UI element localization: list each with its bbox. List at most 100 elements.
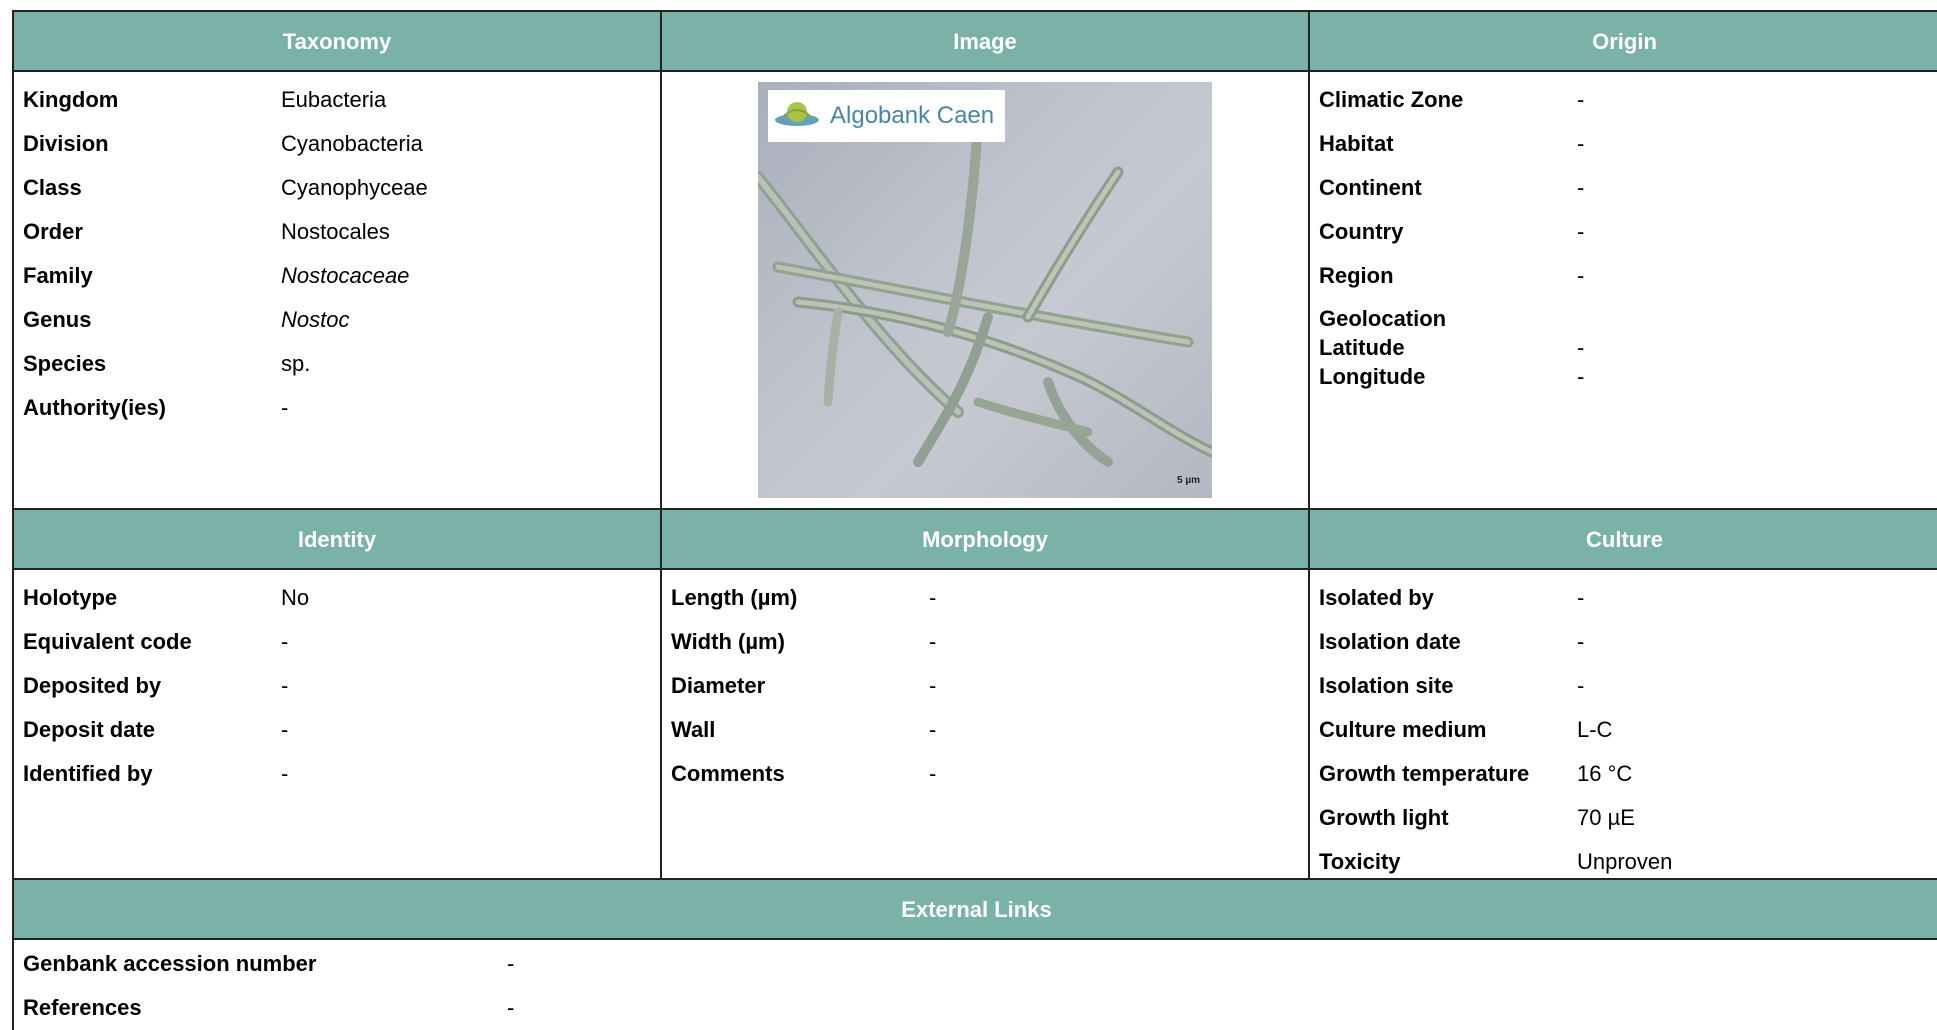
field-value: Cyanophyceae <box>281 175 428 200</box>
origin-header: Origin <box>1310 12 1937 72</box>
field-value: - <box>1577 87 1585 112</box>
origin-section: Climatic Zone - Habitat - Continent - Count… <box>1310 72 1937 510</box>
morphology-row-comments: Comments- <box>671 752 1308 796</box>
external-row-genbank: Genbank accession number - <box>23 942 1937 986</box>
field-value: - <box>507 995 515 1020</box>
image-header: Image <box>662 12 1310 72</box>
taxonomy-header: Taxonomy <box>14 12 662 72</box>
algobank-logo-icon <box>775 102 819 126</box>
morphology-row-diameter: Diameter - <box>671 664 1308 708</box>
identity-header: Identity <box>14 510 662 570</box>
identity-row-deposited-by: Deposited by- <box>23 664 660 708</box>
longitude-value: - <box>1577 364 1585 389</box>
culture-row-isolated-by: Isolated by- <box>1319 576 1937 620</box>
field-label: Diameter <box>671 673 766 698</box>
field-label: Toxicity <box>1319 849 1401 874</box>
field-value: - <box>1577 673 1585 698</box>
external-row-references: References - <box>23 986 1937 1030</box>
field-label: Identified by <box>23 761 153 786</box>
field-value: 16 °C <box>1577 761 1633 786</box>
origin-row-climatic-zone: Climatic Zone - <box>1319 78 1937 122</box>
field-value: No <box>281 585 310 610</box>
field-value: - <box>281 673 289 698</box>
field-value: L-C <box>1577 717 1613 742</box>
field-label: Division <box>23 131 109 156</box>
geolocation-values: - - <box>1577 304 1584 391</box>
field-label: Width (µm) <box>671 629 785 654</box>
external-links-header: External Links <box>14 880 1937 940</box>
field-value: - <box>929 673 937 698</box>
field-label: Length (µm) <box>671 585 798 610</box>
field-value: Eubacteria <box>281 87 387 112</box>
field-value: - <box>281 761 289 786</box>
field-label: Climatic Zone <box>1319 87 1464 112</box>
identity-row-equivalent-code: Equivalent code - <box>23 620 660 664</box>
morphology-row-width: Width (µm)- <box>671 620 1308 664</box>
header-row-3: External Links <box>14 880 1937 940</box>
field-value: - <box>281 629 289 654</box>
strain-micrograph[interactable]: Algobank Caen 5 µm <box>758 82 1212 498</box>
identity-row-identified-by: Identified by - <box>23 752 660 796</box>
field-value: - <box>1577 131 1585 156</box>
field-label: Region <box>1319 263 1394 288</box>
field-label: Order <box>23 219 83 244</box>
taxonomy-row-authority: Authority(ies)- <box>23 386 660 430</box>
field-label: Isolation date <box>1319 629 1461 654</box>
latitude-label: Latitude <box>1319 335 1405 360</box>
filament-illustration <box>758 117 1212 467</box>
field-label: Habitat <box>1319 131 1394 156</box>
field-label: Comments <box>671 761 785 786</box>
taxonomy-row-class: Class Cyanophyceae <box>23 166 660 210</box>
field-value: - <box>281 717 289 742</box>
scale-bar-label: 5 µm <box>1177 475 1200 486</box>
culture-row-isolation-site: Isolation site - <box>1319 664 1937 708</box>
field-value: - <box>1577 629 1585 654</box>
field-label: Equivalent code <box>23 629 192 654</box>
header-row-1: Taxonomy Image Origin <box>14 12 1937 72</box>
morphology-row-length: Length (µm)- <box>671 576 1308 620</box>
field-label: Family <box>23 263 93 288</box>
header-row-2: Identity Morphology Culture <box>14 510 1937 570</box>
algobank-logo-text: Algobank Caen <box>830 102 995 129</box>
identity-row-deposit-date: Deposit date- <box>23 708 660 752</box>
field-value: - <box>281 395 289 420</box>
field-value: Nostocales <box>281 219 390 244</box>
field-label: Culture medium <box>1319 717 1487 742</box>
origin-row-region: Region- <box>1319 254 1937 298</box>
morphology-row-wall: Wall- <box>671 708 1308 752</box>
field-value: Nostoc <box>281 307 350 332</box>
taxonomy-row-kingdom: Kingdom Eubacteria <box>23 78 660 122</box>
taxonomy-row-genus: Genus Nostoc <box>23 298 660 342</box>
field-label: Continent <box>1319 175 1422 200</box>
field-value: - <box>1577 585 1585 610</box>
field-value: - <box>507 951 515 976</box>
field-value: - <box>1577 219 1585 244</box>
field-label: Kingdom <box>23 87 119 112</box>
field-value: sp. <box>281 351 311 376</box>
field-label: Country <box>1319 219 1404 244</box>
origin-row-country: Country - <box>1319 210 1937 254</box>
field-label: Genbank accession number <box>23 951 317 976</box>
field-label: Genus <box>23 307 92 332</box>
latitude-value: - <box>1577 335 1585 360</box>
field-value: Cyanobacteria <box>281 131 423 156</box>
field-label: References <box>23 995 142 1020</box>
field-value: - <box>1577 175 1585 200</box>
origin-row-habitat: Habitat - <box>1319 122 1937 166</box>
origin-row-continent: Continent - <box>1319 166 1937 210</box>
field-label: Isolation site <box>1319 673 1454 698</box>
taxonomy-row-order: Order Nostocales <box>23 210 660 254</box>
field-label: Class <box>23 175 82 200</box>
morphology-header: Morphology <box>662 510 1310 570</box>
field-value: 70 µE <box>1577 805 1635 830</box>
